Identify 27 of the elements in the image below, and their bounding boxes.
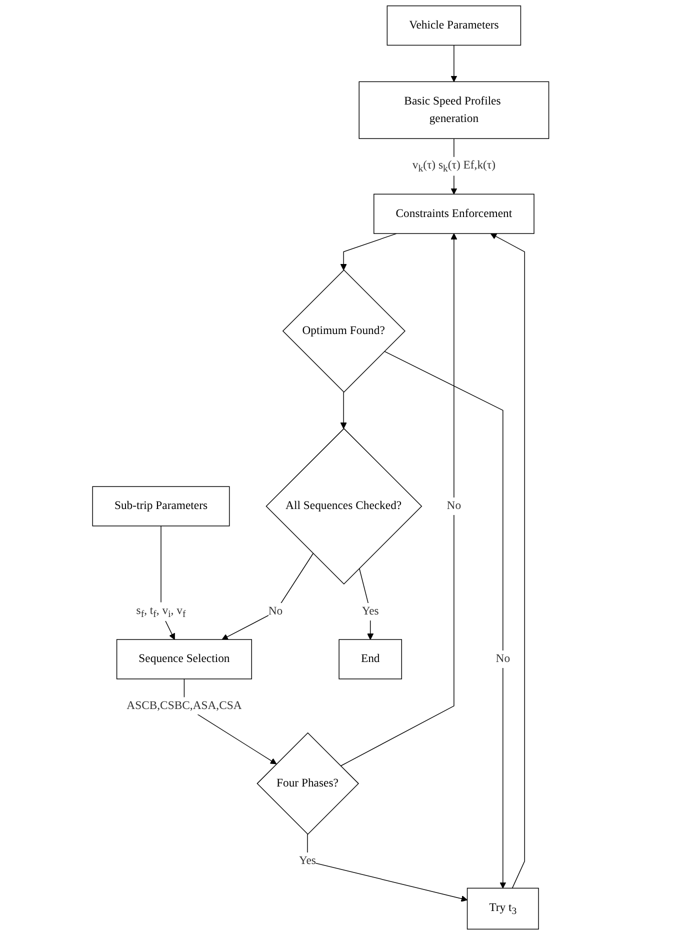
edge-label: Yes [362,605,379,618]
node-diamond: Four Phases? [256,732,360,835]
arrow [384,350,506,888]
arrow [340,392,347,429]
node-box: Basic Speed Profiles generation [358,81,550,139]
edge-label: v$_{k}$(τ) s$_{k}$(τ) Ef,k(τ) [412,159,496,174]
node-box: Vehicle Parameters [386,5,522,46]
edge-label: s$_{f}$, t$_{f}$, v$_{i}$, v$_{f}$ [136,604,186,620]
edge-label: Yes [298,854,316,868]
node-box: Constraints Enforcement [374,194,534,234]
arrow [450,44,458,82]
node-box: End [338,639,402,680]
node-box: Sequence Selection [116,639,252,680]
arrow [222,553,314,640]
arrow [340,233,458,766]
edge-label: No [268,605,283,618]
edge-label: ASCB,CSBC,ASA,CSA [126,699,242,712]
node-diamond: All Sequences Checked? [266,428,422,584]
arrow [340,233,397,270]
node-box: Sub-trip Parameters [92,486,230,526]
arrow [307,834,468,902]
edge-label: No [496,652,510,666]
edge-label: No [446,500,462,512]
node-diamond: Optimum Found? [282,270,406,393]
arrow [358,568,374,640]
arrow [490,233,525,889]
node-box: Try t$_{3}$ [466,888,539,930]
